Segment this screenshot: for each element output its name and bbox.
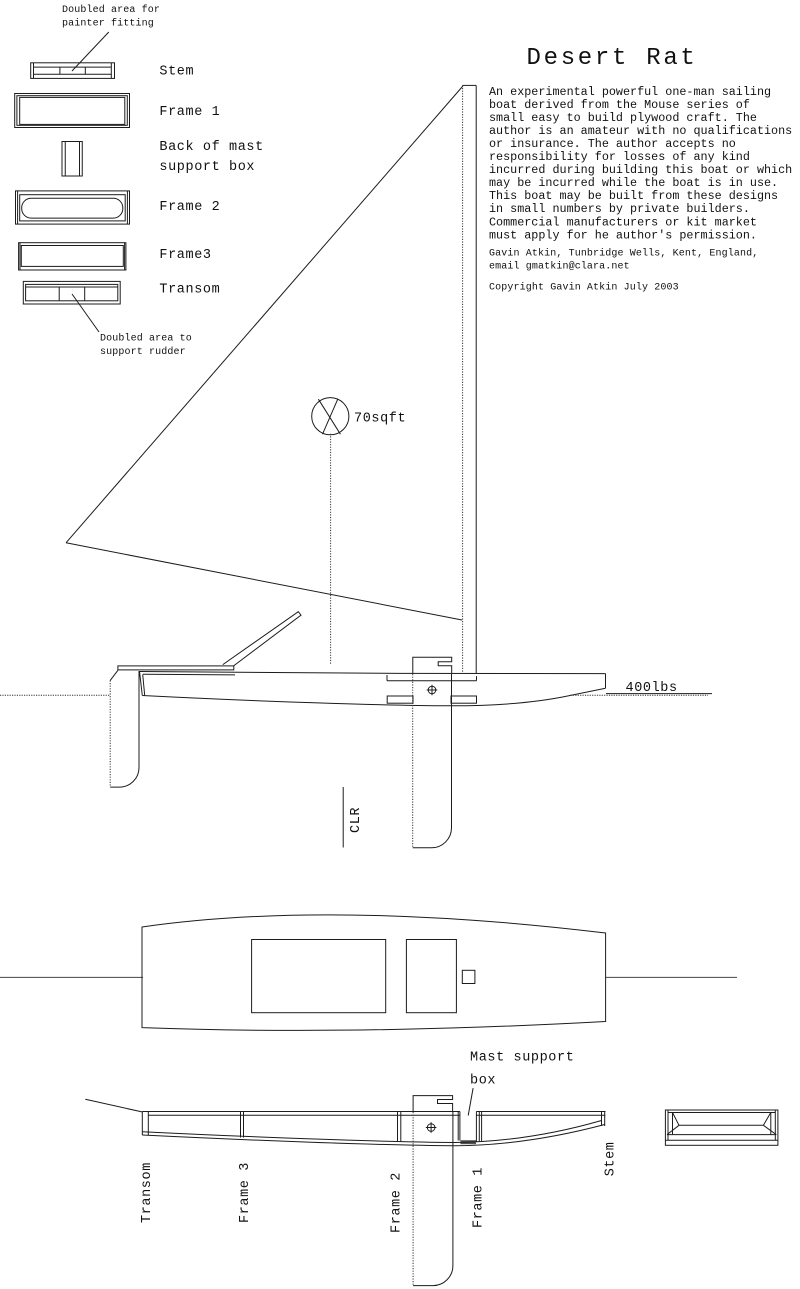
svg-text:Frame 2: Frame 2 [159,200,220,215]
svg-text:may be incurred while the boat: may be incurred while the boat is in use… [489,176,778,190]
svg-text:Copyright Gavin Atkin July 200: Copyright Gavin Atkin July 2003 [489,282,679,294]
svg-text:Doubled area for: Doubled area for [62,4,160,16]
svg-text:This boat may be built from th: This boat may be built from these design… [489,189,778,203]
svg-text:Doubled area to: Doubled area to [100,333,192,345]
svg-text:Stem: Stem [159,65,194,80]
svg-text:author is an amateur with no q: author is an amateur with no qualificati… [489,124,792,138]
svg-text:box: box [470,1074,496,1089]
svg-text:Commercial manufacturers or ki: Commercial manufacturers or kit market [489,215,757,229]
svg-text:Mast support: Mast support [470,1051,574,1066]
svg-text:An experimental powerful one-m: An experimental powerful one-man sailing [489,85,771,99]
svg-text:Transom: Transom [159,283,220,298]
svg-text:Transom: Transom [140,1162,155,1223]
svg-text:boat derived from the Mouse se: boat derived from the Mouse series of [489,98,750,112]
svg-text:Back of mast: Back of mast [159,140,263,155]
svg-text:support box: support box [159,160,255,175]
svg-text:Frame 3: Frame 3 [238,1162,253,1223]
svg-text:painter fitting: painter fitting [62,18,154,30]
svg-text:in small numbers by private bu: in small numbers by private builders. [489,202,750,216]
svg-text:70sqft: 70sqft [354,412,406,427]
svg-text:Frame 1: Frame 1 [159,105,220,120]
svg-text:Gavin Atkin, Tunbridge Wells,: Gavin Atkin, Tunbridge Wells, Kent, Engl… [489,248,758,260]
svg-text:CLR: CLR [349,807,364,833]
svg-text:Stem: Stem [604,1141,619,1176]
svg-text:400lbs: 400lbs [626,681,678,696]
svg-text:must apply for he author's per: must apply for he author's permission. [489,228,757,242]
svg-text:email gmatkin@clara.net: email gmatkin@clara.net [489,261,630,273]
svg-text:support rudder: support rudder [100,346,186,358]
svg-text:responsibility for losses of a: responsibility for losses of any kind [489,150,750,164]
svg-text:Desert Rat: Desert Rat [527,45,698,72]
svg-text:Frame 1: Frame 1 [472,1167,487,1228]
svg-text:incurred during building this: incurred during building this boat or wh… [489,163,792,177]
svg-text:or insurance. The author accep: or insurance. The author accepts no [489,137,736,151]
svg-text:Frame3: Frame3 [159,248,211,263]
svg-text:Frame 2: Frame 2 [390,1172,405,1233]
svg-text:small easy to build plywood cr: small easy to build plywood craft. The [489,111,757,125]
